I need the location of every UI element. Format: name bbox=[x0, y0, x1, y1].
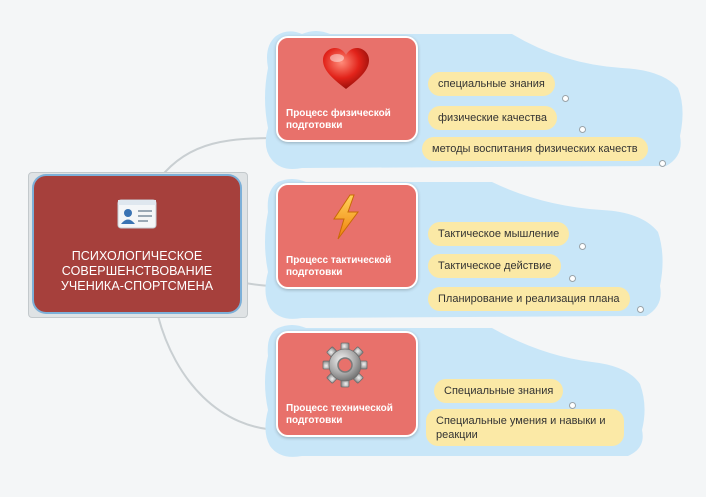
process-physical[interactable]: Процесс физической подготовки bbox=[276, 36, 418, 142]
topic-technical-2[interactable]: Специальные умения и навыки и реакции bbox=[426, 409, 624, 446]
collapse-dot[interactable] bbox=[569, 275, 576, 282]
collapse-dot[interactable] bbox=[579, 126, 586, 133]
collapse-dot[interactable] bbox=[659, 160, 666, 167]
central-title: ПСИХОЛОГИЧЕСКОЕ СОВЕРШЕНСТВОВАНИЕ УЧЕНИК… bbox=[60, 249, 214, 293]
topic-tactical-2[interactable]: Тактическое действие bbox=[428, 254, 562, 278]
topic-tactical-1[interactable]: Тактическое мышление bbox=[428, 222, 570, 246]
lightning-icon bbox=[333, 194, 359, 240]
process-tactical[interactable]: Процесс тактической подготовки bbox=[276, 183, 418, 289]
collapse-dot[interactable] bbox=[569, 402, 576, 409]
process-physical-label: Процесс физической подготовки bbox=[286, 108, 391, 131]
topic-physical-2[interactable]: физические качества bbox=[428, 106, 558, 130]
central-node[interactable]: ПСИХОЛОГИЧЕСКОЕ СОВЕРШЕНСТВОВАНИЕ УЧЕНИК… bbox=[34, 176, 240, 312]
topic-physical-3[interactable]: методы воспитания физических качеств bbox=[422, 137, 648, 161]
process-tactical-label: Процесс тактической подготовки bbox=[286, 255, 392, 278]
connector-central-technical bbox=[157, 315, 283, 431]
collapse-dot[interactable] bbox=[637, 306, 644, 313]
process-technical-label: Процесс технической подготовки bbox=[286, 403, 393, 426]
id-card-icon bbox=[117, 199, 157, 229]
process-technical[interactable]: Процесс технической подготовки bbox=[276, 331, 418, 437]
topic-physical-1[interactable]: специальные знания bbox=[428, 72, 555, 96]
topic-tactical-3[interactable]: Планирование и реализация плана bbox=[428, 287, 630, 311]
topic-technical-1[interactable]: Специальные знания bbox=[434, 379, 564, 403]
heart-icon bbox=[323, 48, 369, 89]
collapse-dot[interactable] bbox=[579, 243, 586, 250]
collapse-dot[interactable] bbox=[562, 95, 569, 102]
gear-icon bbox=[322, 342, 368, 388]
connector-central-physical bbox=[159, 137, 283, 179]
